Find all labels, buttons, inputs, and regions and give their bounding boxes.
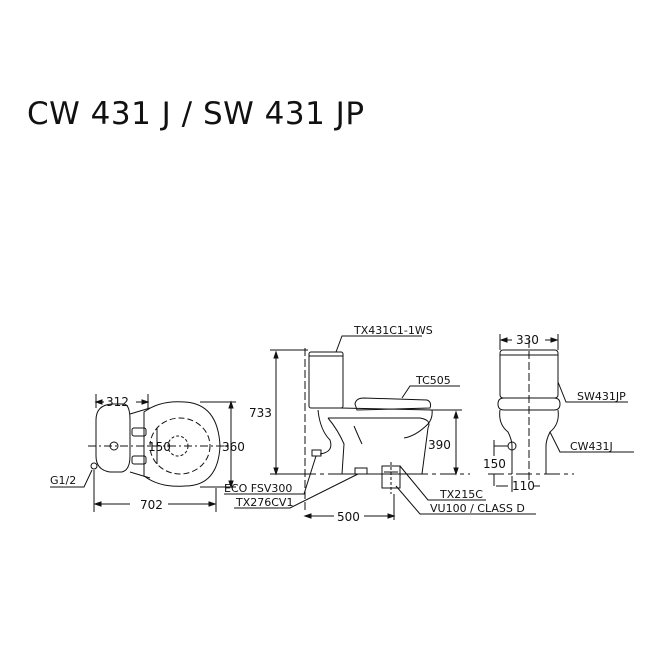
dim-360: 360 (222, 440, 245, 454)
dim-150-front: 150 (483, 457, 506, 471)
dim-500: 500 (337, 510, 360, 524)
page-title: CW 431 J / SW 431 JP (27, 96, 365, 132)
dim-702: 702 (140, 498, 163, 512)
label-tx431c1: TX431C1-1WS (353, 324, 433, 337)
top-view (50, 394, 236, 512)
dim-150-top: 150 (148, 440, 171, 454)
label-tx215c: TX215C (439, 488, 483, 501)
dim-330: 330 (516, 333, 539, 347)
dim-312: 312 (106, 395, 129, 409)
label-cw431j: CW431J (570, 440, 613, 453)
label-g12: G1/2 (50, 474, 76, 487)
label-vu100: VU100 / CLASS D (430, 502, 525, 515)
front-view (488, 334, 634, 492)
label-tc505: TC505 (415, 374, 451, 387)
dim-110: 110 (512, 479, 535, 493)
label-tx276cv1: TX276CV1 (235, 496, 293, 509)
dim-733: 733 (249, 406, 272, 420)
dim-390: 390 (428, 438, 451, 452)
label-sw431jp: SW431JP (577, 390, 626, 403)
label-eco-fsv300: ECO FSV300 (224, 482, 292, 495)
